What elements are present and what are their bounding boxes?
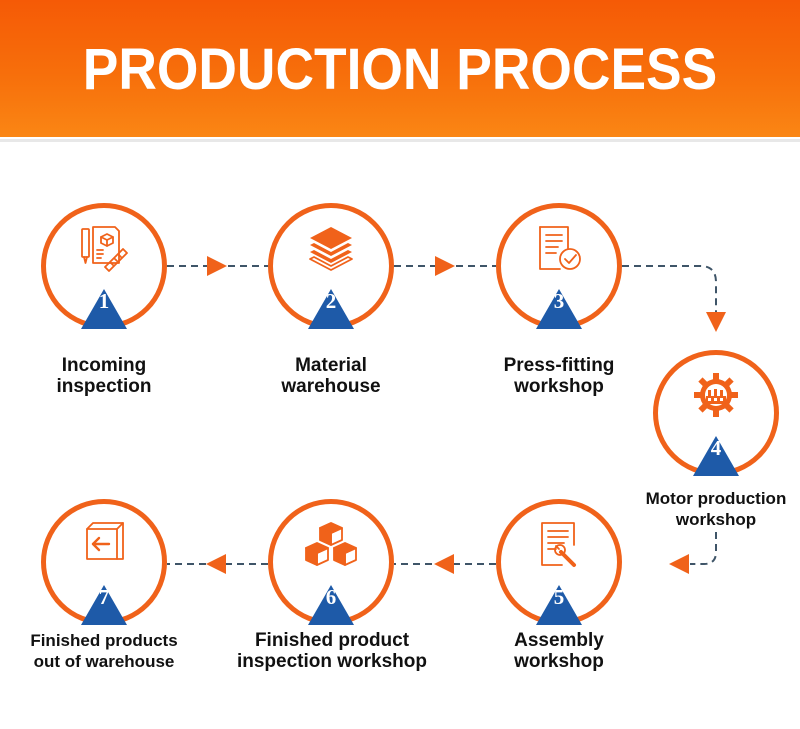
step-number: 7 xyxy=(98,585,110,609)
arrow-left-4 xyxy=(669,554,689,574)
layers-stack-icon xyxy=(309,227,353,271)
step-4: 4 xyxy=(653,350,779,476)
step-7-label: Finished products out of warehouse xyxy=(30,631,178,671)
arrow-right-2 xyxy=(435,256,455,276)
step-number-badge xyxy=(536,289,582,329)
step-2-label: Material warehouse xyxy=(281,355,381,397)
step-2: 2 xyxy=(268,203,394,329)
step-1: 1 xyxy=(41,203,167,329)
checked-document-icon xyxy=(539,226,581,270)
step-number: 2 xyxy=(325,289,337,313)
step-5-label: Assembly workshop xyxy=(514,630,604,672)
step-number: 4 xyxy=(710,436,722,460)
step-4-label: Motor production workshop xyxy=(645,489,787,529)
arrow-down-3 xyxy=(706,312,726,332)
stacked-boxes-icon xyxy=(305,522,357,566)
connector-3-4 xyxy=(622,265,717,312)
step-7: 7 xyxy=(41,499,167,625)
arrow-right-1 xyxy=(207,256,227,276)
step-number-badge xyxy=(693,436,739,476)
step-number-badge xyxy=(81,289,127,329)
step-number: 5 xyxy=(553,585,565,609)
step-number: 6 xyxy=(325,585,337,609)
arrow-left-6 xyxy=(206,554,226,574)
connector-4-5 xyxy=(690,532,717,565)
step-1-label: Incoming inspection xyxy=(56,355,152,397)
step-5: 5 xyxy=(496,499,622,625)
step-number-badge xyxy=(81,585,127,625)
inspection-documents-icon xyxy=(81,226,128,272)
step-6: 6 xyxy=(268,499,394,625)
step-6-label: Finished product inspection workshop xyxy=(236,630,428,672)
page-title: PRODUCTION PROCESS xyxy=(82,37,718,102)
gear-factory-icon xyxy=(694,373,738,417)
step-3: 3 xyxy=(496,203,622,329)
box-exit-arrow-icon xyxy=(86,522,124,560)
step-circle xyxy=(496,203,622,329)
step-number-badge xyxy=(308,585,354,625)
header-banner xyxy=(0,0,800,137)
step-number: 1 xyxy=(98,289,110,313)
step-3-label: Press-fitting workshop xyxy=(503,355,615,397)
step-number-badge xyxy=(308,289,354,329)
step-number-badge xyxy=(536,585,582,625)
step-number: 3 xyxy=(553,289,565,313)
arrow-left-5 xyxy=(434,554,454,574)
banner-divider xyxy=(0,139,800,142)
document-wrench-icon xyxy=(541,522,576,567)
